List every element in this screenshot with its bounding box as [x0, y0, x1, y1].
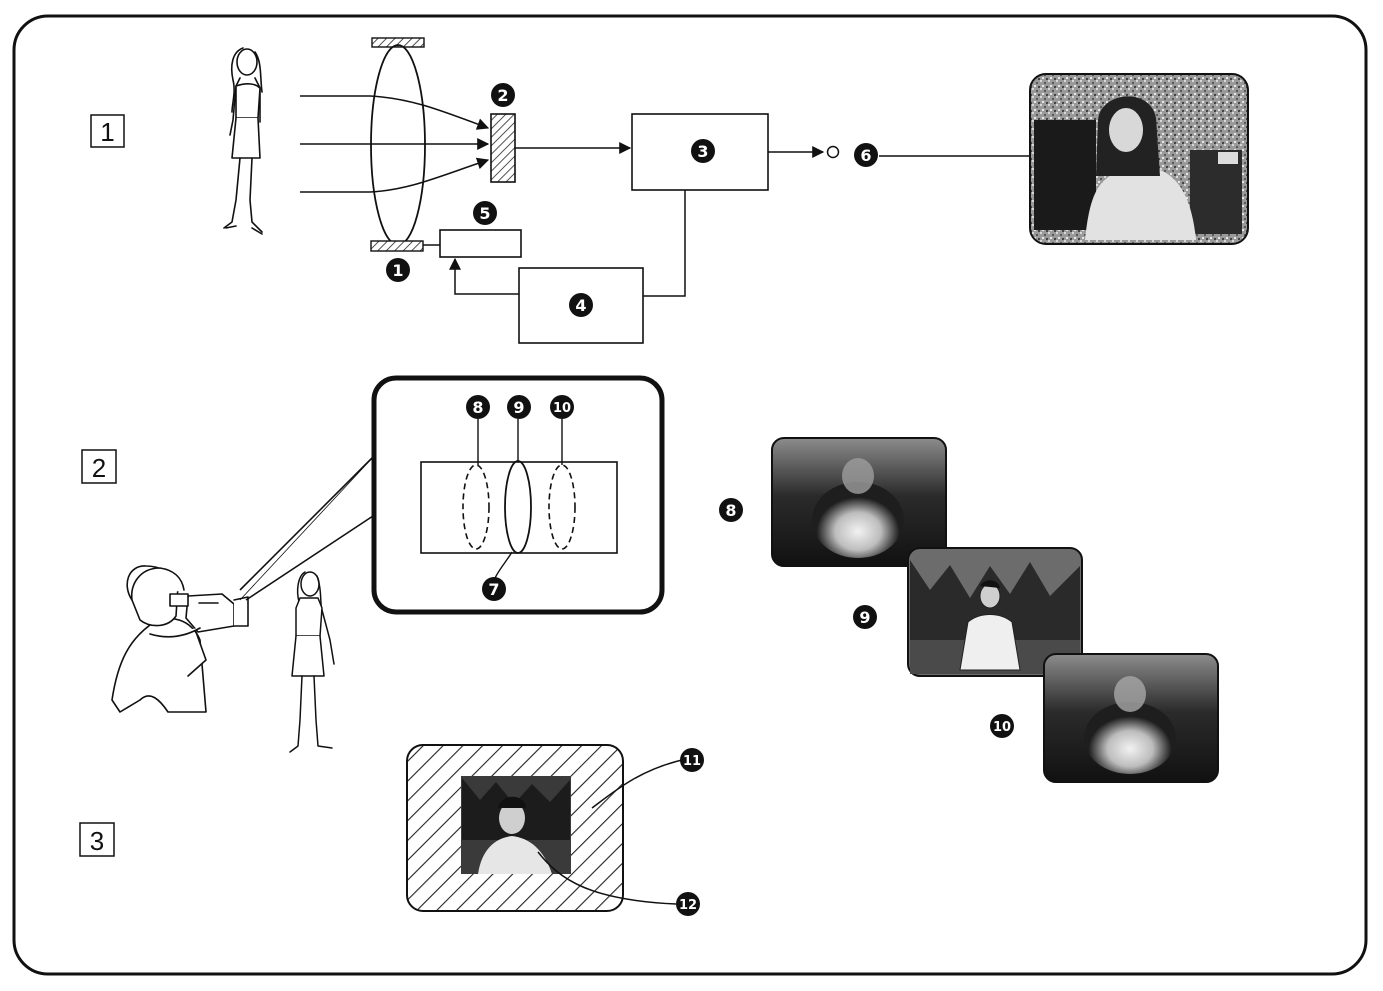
section-3-label: 3 [80, 823, 114, 856]
svg-text:2: 2 [497, 86, 508, 105]
callout-3: 3 [691, 139, 715, 163]
photo-far-focus [1044, 654, 1218, 782]
callout-11: 11 [680, 748, 704, 772]
callout-12: 12 [676, 892, 700, 916]
svg-text:5: 5 [479, 204, 490, 223]
svg-text:9: 9 [513, 398, 524, 417]
standing-woman-figure-icon [224, 48, 262, 234]
svg-text:3: 3 [90, 826, 104, 856]
feedback-line-controller-motor [455, 259, 519, 294]
svg-text:8: 8 [725, 501, 736, 520]
svg-text:10: 10 [993, 720, 1011, 735]
svg-text:10: 10 [553, 401, 571, 416]
callout-9-photo: 9 [853, 605, 877, 629]
callout-10-inset: 10 [550, 395, 574, 419]
callout-9-inset: 9 [507, 395, 531, 419]
svg-text:12: 12 [679, 898, 697, 913]
man-with-camcorder-icon [112, 566, 248, 712]
focus-motor-box [440, 230, 521, 257]
callout-10-photo: 10 [990, 714, 1014, 738]
callout-8-photo: 8 [719, 498, 743, 522]
lens-barrel [421, 462, 617, 553]
svg-text:3: 3 [697, 142, 708, 161]
image-sensor [491, 114, 515, 182]
svg-text:9: 9 [859, 608, 870, 627]
tv-monitor-woman-icon [1030, 74, 1248, 244]
svg-text:2: 2 [92, 453, 106, 483]
svg-text:8: 8 [472, 398, 483, 417]
callout-4: 4 [569, 293, 593, 317]
callout-1: 1 [386, 258, 410, 282]
svg-text:4: 4 [575, 296, 586, 315]
callout-7: 7 [482, 577, 506, 601]
section-2-label: 2 [82, 450, 116, 483]
light-rays [300, 96, 488, 192]
svg-text:7: 7 [488, 580, 499, 599]
callout-2: 2 [491, 83, 515, 107]
standing-woman-figure-2-icon [290, 572, 334, 752]
section-1-label: 1 [91, 115, 124, 147]
svg-text:11: 11 [683, 754, 701, 769]
output-terminal [828, 147, 839, 158]
callout-5: 5 [473, 201, 497, 225]
svg-text:1: 1 [100, 117, 114, 147]
svg-text:6: 6 [860, 146, 871, 165]
callout-6: 6 [854, 143, 878, 167]
feedback-line-processor-controller [643, 190, 685, 296]
callout-8-inset: 8 [466, 395, 490, 419]
hatched-frame-photo-icon [407, 745, 623, 911]
photo-near-focus [772, 438, 946, 566]
svg-text:1: 1 [392, 261, 403, 280]
